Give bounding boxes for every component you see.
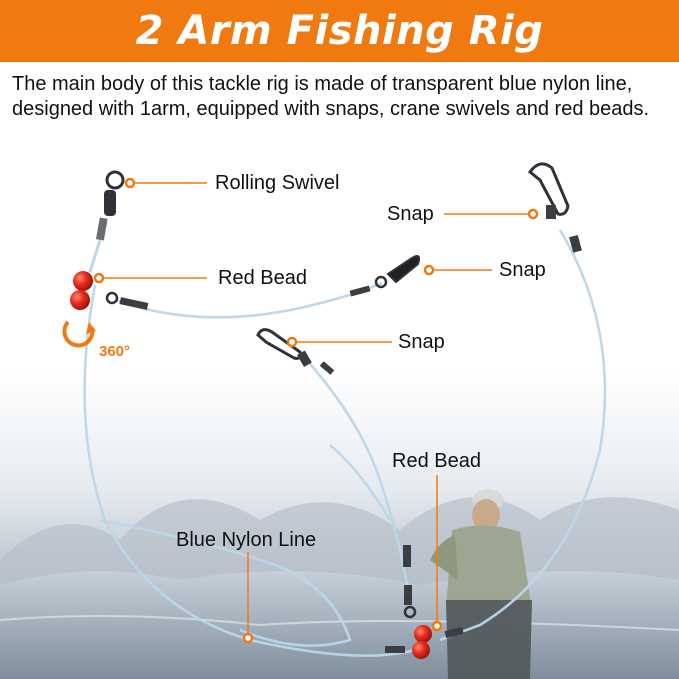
callout-leaders: [103, 182, 529, 634]
bottom-red-beads: [385, 545, 464, 659]
snap-hardware-top-right: [527, 162, 582, 253]
callout-dots: [93, 177, 539, 644]
rotation-badge: 360°: [99, 343, 131, 360]
label-red-bead-top: Red Bead: [218, 267, 307, 289]
angler-figure: [430, 489, 532, 679]
label-snap-center: Snap: [398, 331, 445, 353]
label-snap-top-right: Snap: [387, 203, 434, 225]
rolling-swivel-hardware: [88, 170, 125, 273]
label-snap-middle-right: Snap: [499, 259, 546, 281]
label-blue-nylon-line: Blue Nylon Line: [176, 529, 317, 551]
snap-hardware-center: [256, 328, 335, 375]
page-title: 2 Arm Fishing Rig: [135, 8, 544, 54]
top-red-beads: [70, 271, 149, 310]
nylon-lines: [83, 229, 607, 657]
label-rolling-swivel: Rolling Swivel: [215, 172, 340, 194]
label-red-bead-bottom: Red Bead: [392, 450, 481, 472]
description-text: The main body of this tackle rig is made…: [12, 73, 650, 120]
title-banner: 2 Arm Fishing Rig: [0, 0, 679, 62]
snap-hardware-middle: [349, 255, 421, 297]
rotation-arrow-icon: [62, 320, 96, 348]
